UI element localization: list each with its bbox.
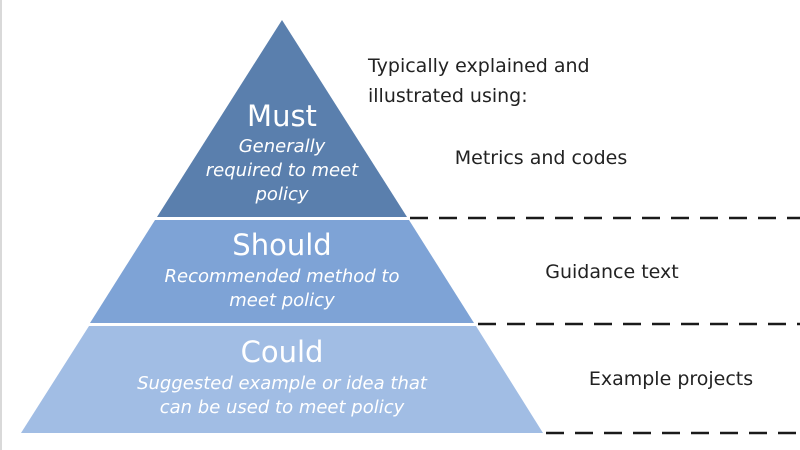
tier-must: Must Generally required to meet policy [206, 99, 359, 205]
tier-should-shape [90, 220, 474, 323]
tier-could-title: Could [241, 335, 324, 369]
tier-should: Should Recommended method to meet policy [165, 228, 400, 311]
intro-line-2: illustrated using: [368, 85, 528, 107]
tier-should-title: Should [232, 228, 331, 262]
tier-should-description-line-1: Recommended method to [165, 266, 400, 287]
tier-must-description-line-2: required to meet [206, 160, 359, 181]
tier-must-description-line-3: policy [255, 184, 309, 205]
tier-could-description-line-2: can be used to meet policy [160, 397, 405, 418]
tier-must-description-line-1: Generally [239, 136, 326, 157]
tier-should-description-line-2: meet policy [229, 290, 335, 311]
pyramid [21, 20, 543, 433]
divider-lines [410, 216, 800, 435]
tier-must-shape [157, 20, 407, 217]
side-label-examples: Example projects [589, 368, 753, 390]
tier-could-description-line-1: Suggested example or idea that [137, 373, 428, 394]
tier-must-title: Must [247, 99, 317, 133]
side-label-metrics: Metrics and codes [455, 147, 628, 169]
intro-line-1: Typically explained and [367, 55, 590, 77]
tier-could-shape [21, 326, 543, 433]
side-label-guidance: Guidance text [545, 261, 678, 283]
side-annotations: Typically explained and illustrated usin… [367, 55, 753, 390]
left-edge-rule [0, 0, 2, 450]
tier-could: Could Suggested example or idea that can… [137, 335, 428, 418]
